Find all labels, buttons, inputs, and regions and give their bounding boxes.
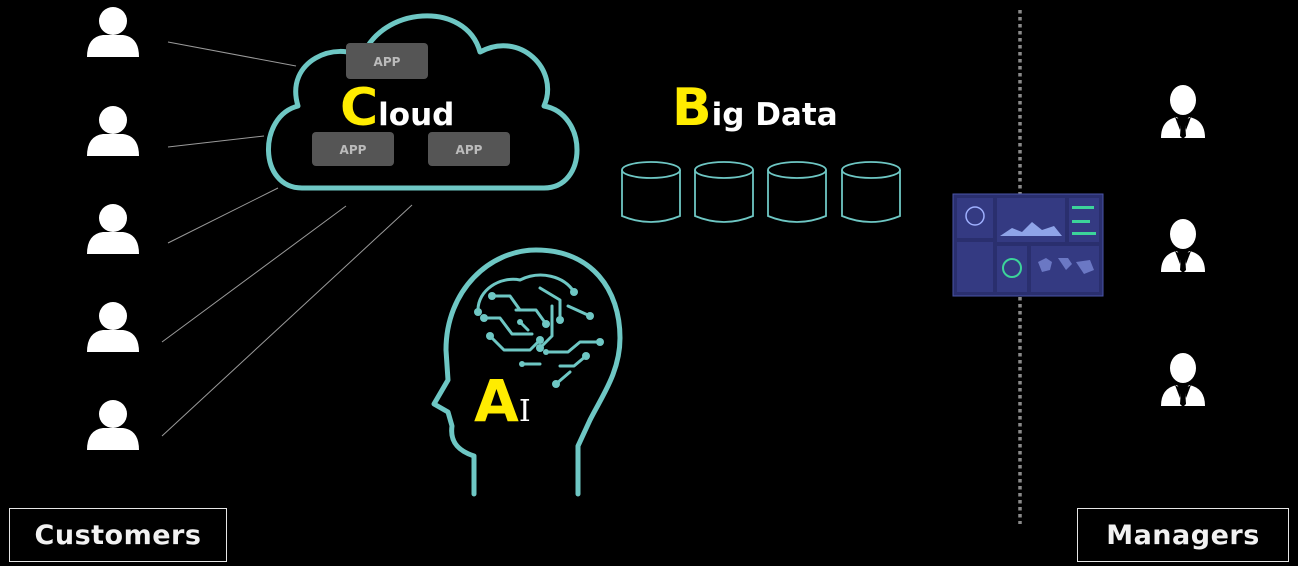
cloud-icon: [266, 13, 580, 191]
customer-icons: [87, 7, 139, 450]
app-box: [428, 132, 510, 166]
manager-icons: [1161, 85, 1205, 407]
businessman-icon: [1161, 353, 1205, 407]
businessman-icon: [1161, 85, 1205, 139]
database-cylinder-icon: [621, 161, 681, 223]
ai-rest: I: [518, 394, 531, 429]
database-cylinder-icon: [767, 161, 827, 223]
big-data-initial: B: [672, 78, 712, 138]
person-icon: [87, 400, 139, 450]
connection-line: [161, 204, 413, 437]
businessman-icon: [1161, 219, 1205, 273]
ai-title: AI: [474, 372, 531, 430]
app-label: APP: [374, 55, 401, 69]
database-cylinder-icon: [694, 161, 754, 223]
ai-initial: A: [474, 367, 519, 435]
app-box: [312, 132, 394, 166]
person-icon: [87, 7, 139, 57]
app-label: APP: [340, 143, 367, 157]
database-cylinder-icon: [841, 161, 901, 223]
customers-label: Customers: [9, 508, 227, 562]
person-icon: [87, 302, 139, 352]
connection-line: [167, 135, 265, 148]
person-icon: [87, 106, 139, 156]
brain-circuit-head-icon: [431, 247, 623, 497]
big-data-title: Big Data: [672, 82, 838, 134]
cloud-rest: loud: [378, 97, 455, 133]
connection-line: [167, 187, 279, 244]
database-group: [621, 161, 901, 223]
app-label: APP: [456, 143, 483, 157]
app-box: [346, 43, 428, 79]
cloud-title: Cloud: [340, 82, 454, 134]
dashboard-screen-icon: [952, 193, 1104, 297]
person-icon: [87, 204, 139, 254]
managers-label: Managers: [1077, 508, 1289, 562]
cloud-apps: APP APP APP: [312, 43, 510, 166]
cloud-initial: C: [340, 78, 379, 138]
big-data-rest: ig Data: [711, 97, 838, 133]
customer-cloud-connections: [161, 41, 413, 437]
connection-line: [161, 205, 347, 343]
connection-line: [167, 41, 297, 67]
